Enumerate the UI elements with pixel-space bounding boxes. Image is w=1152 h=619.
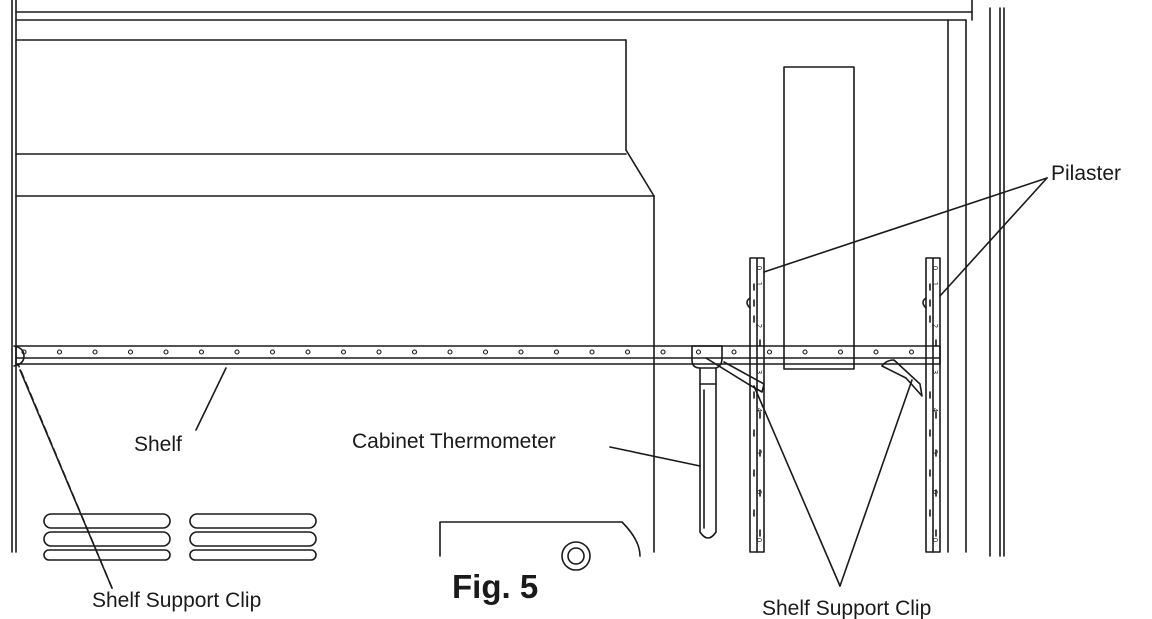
shelf-hole: [766, 349, 773, 355]
shelf-hole: [163, 349, 169, 355]
pilaster-number: 6: [755, 490, 763, 495]
pilaster-label: Pilaster: [1051, 162, 1122, 185]
shelf-hole: [553, 349, 560, 355]
shelf-hole: [340, 349, 347, 355]
shelf-hole: [518, 349, 524, 355]
pilaster-number: 1: [931, 282, 939, 286]
pilaster-number: 6: [931, 490, 939, 495]
shelf-hole: [837, 349, 844, 355]
shelf-hole: [589, 349, 595, 355]
shelf-hole: [269, 349, 276, 355]
shelf-hole: [908, 349, 915, 355]
pilaster-number: 2: [931, 324, 939, 328]
rear-panel: [783, 66, 855, 370]
pilaster-number: 0: [755, 538, 763, 542]
shelf: [15, 345, 941, 365]
shelf-hole: [376, 349, 382, 355]
pilaster-left: [746, 257, 765, 553]
shelf-hole: [873, 349, 879, 355]
pilaster-right: [922, 257, 941, 553]
shelf-support-clip-right: [705, 357, 923, 397]
shelf-hole: [447, 349, 453, 355]
shelf-hole: [56, 349, 63, 355]
shelf-hole: [198, 349, 205, 355]
cabinet-thermometer: [691, 345, 723, 539]
shelf-label: Shelf: [134, 433, 182, 456]
cabinet-frame: [11, 0, 1005, 557]
shelf-hole: [127, 349, 134, 355]
vent-louvers: [43, 513, 317, 561]
pilaster-number: 4: [755, 408, 763, 413]
duct-housing: [15, 39, 655, 553]
pilaster-number: 3: [755, 370, 763, 374]
shelf-hole: [21, 349, 27, 355]
shelf-holes: [21, 349, 915, 355]
pilaster-number: 0: [931, 538, 939, 542]
pilaster-number: 1: [755, 282, 763, 286]
shelf-hole: [411, 349, 418, 355]
pilaster-number: 3: [931, 370, 939, 374]
shelf-hole: [802, 349, 808, 355]
shelf-hole: [234, 349, 240, 355]
leader-lines: [17, 177, 1048, 589]
shelf-hole: [660, 349, 666, 355]
shelf-hole: [624, 349, 631, 355]
pilaster-number: 5: [931, 450, 939, 454]
pilaster-number: 2: [755, 324, 763, 328]
figure-caption: Fig. 5: [452, 568, 539, 605]
pilaster-number: 0: [931, 266, 939, 270]
shelf-support-clip-label-left: Shelf Support Clip: [92, 589, 262, 612]
pilaster-number: 0: [755, 266, 763, 270]
pilaster-number: 5: [755, 450, 763, 454]
cabinet-thermometer-label: Cabinet Thermometer: [352, 430, 556, 453]
shelf-hole: [695, 349, 702, 355]
shelf-hole: [305, 349, 311, 355]
shelf-hole: [731, 349, 737, 355]
shelf-support-clip-label-right: Shelf Support Clip: [762, 597, 932, 619]
shelf-hole: [482, 349, 489, 355]
control-panel: [439, 521, 641, 571]
shelf-hole: [92, 349, 98, 355]
pilaster-number: 4: [931, 408, 939, 413]
